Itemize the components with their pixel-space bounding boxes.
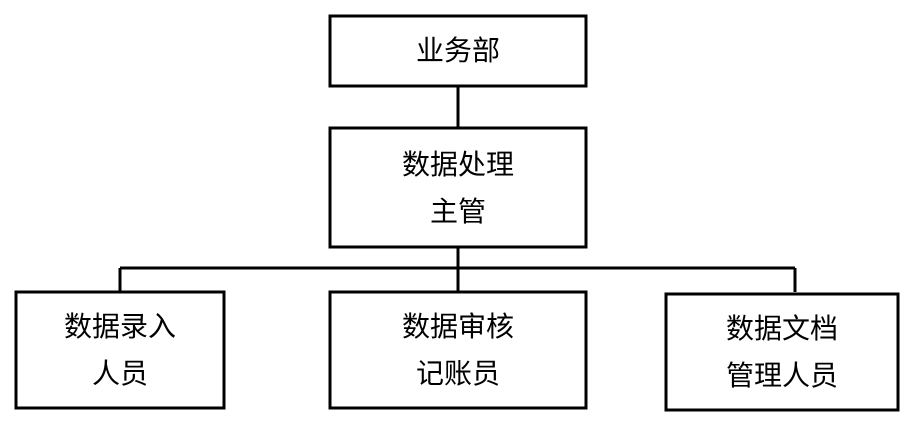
node-business-dept: 业务部 (328, 14, 588, 88)
node-label-line1: 数据文档 (726, 312, 838, 345)
node-box (328, 14, 588, 88)
node-data-audit-bookkeeper: 数据审核 记账员 (328, 290, 588, 410)
node-data-document-manager: 数据文档 管理人员 (664, 292, 900, 412)
node-label-line2: 管理人员 (726, 359, 838, 392)
node-box (664, 292, 900, 412)
node-label-line1: 数据录入 (64, 310, 176, 343)
node-label-line1: 数据处理 (402, 148, 514, 181)
node-data-processing-supervisor: 数据处理 主管 (328, 126, 588, 249)
node-box (328, 126, 588, 249)
node-box (328, 290, 588, 410)
node-label-line2: 记账员 (416, 357, 500, 390)
node-box (14, 290, 226, 410)
node-label: 业务部 (416, 34, 500, 67)
node-label-line2: 主管 (430, 195, 486, 228)
node-label-line2: 人员 (92, 357, 148, 390)
node-data-entry-staff: 数据录入 人员 (14, 290, 226, 410)
node-label-line1: 数据审核 (402, 310, 514, 343)
